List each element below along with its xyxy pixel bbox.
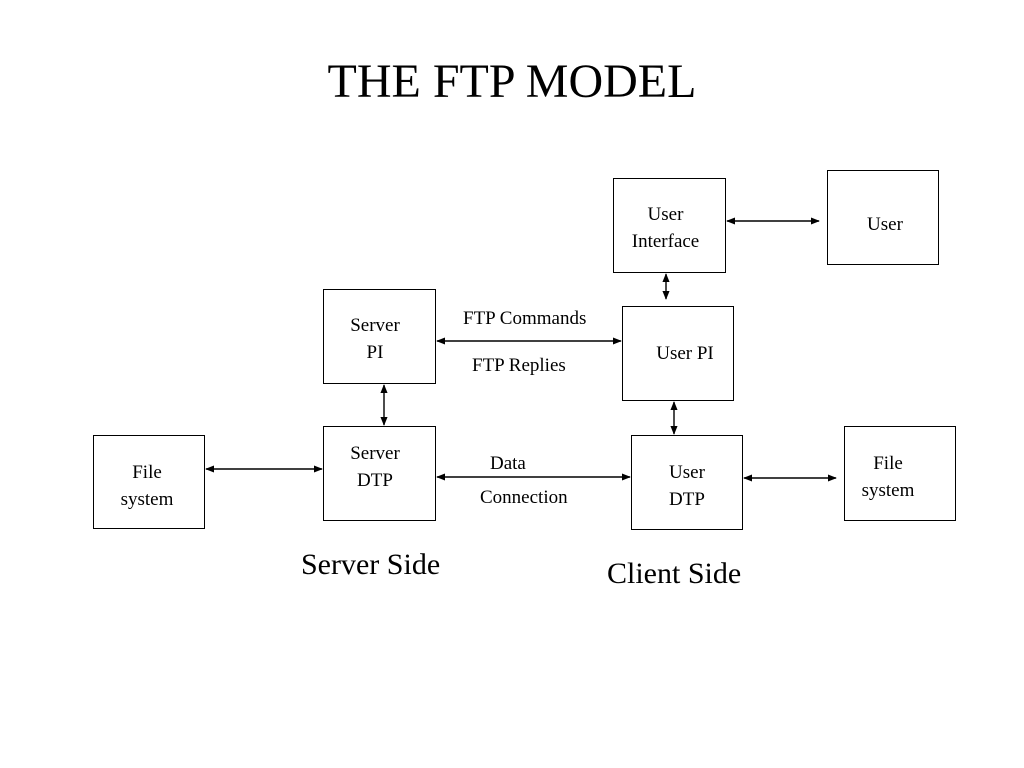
user-dtp-label: User DTP bbox=[669, 462, 705, 510]
user-pi-label: User PI bbox=[656, 343, 714, 364]
server-file-system-box bbox=[93, 435, 205, 529]
client-side-label: Client Side bbox=[607, 557, 742, 590]
client-file-system-label: File system bbox=[861, 453, 915, 501]
server-dtp-box bbox=[323, 426, 436, 521]
user-label: User bbox=[867, 214, 903, 235]
user-dtp-box bbox=[631, 435, 743, 530]
server-pi-label: Server PI bbox=[350, 315, 400, 363]
connection-label: Connection bbox=[480, 487, 568, 508]
diagram-title: THE FTP MODEL bbox=[327, 55, 697, 108]
server-file-system-label: File system bbox=[120, 462, 174, 510]
user-box bbox=[827, 170, 939, 265]
server-dtp-label: Server DTP bbox=[350, 443, 400, 491]
server-pi-box bbox=[323, 289, 436, 384]
user-interface-label: User Interface bbox=[631, 204, 700, 252]
ftp-commands-label: FTP Commands bbox=[463, 308, 587, 329]
user-interface-box bbox=[613, 178, 726, 273]
server-side-label: Server Side bbox=[301, 548, 441, 581]
data-label: Data bbox=[490, 453, 526, 474]
user-pi-box bbox=[622, 306, 734, 401]
ftp-replies-label: FTP Replies bbox=[472, 355, 566, 376]
client-file-system-box bbox=[844, 426, 956, 521]
